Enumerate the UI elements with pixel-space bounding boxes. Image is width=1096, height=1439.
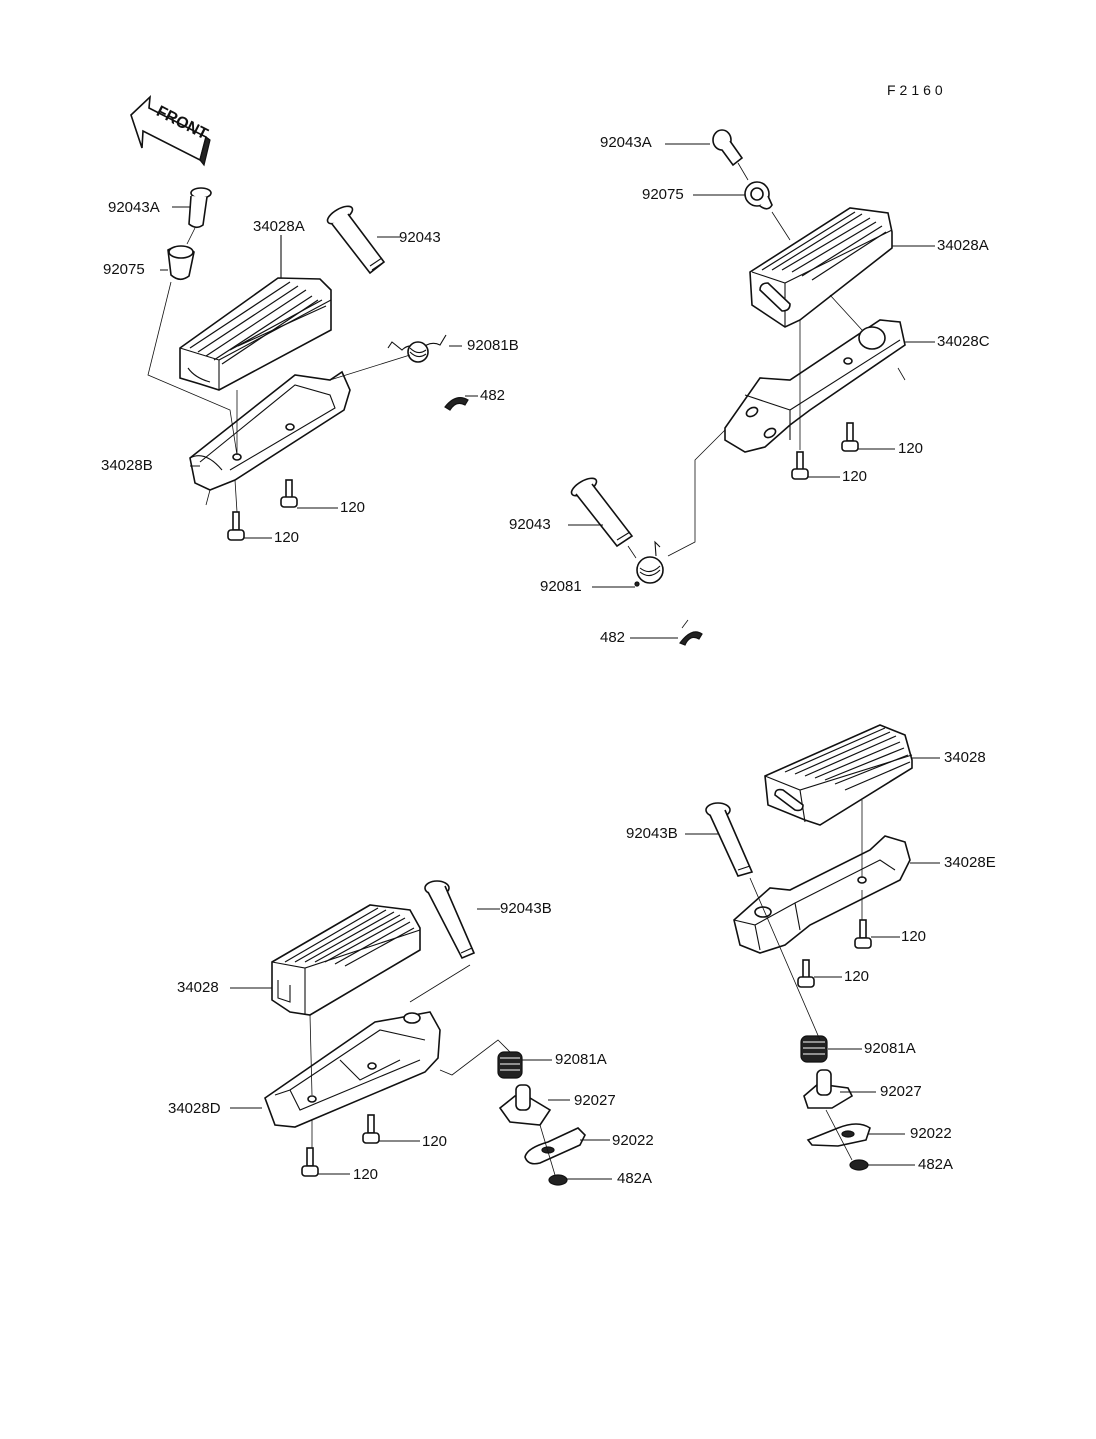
clip-482-top-left [444,397,469,411]
pin-92043a [188,187,212,229]
plate-92022-left [524,1127,586,1165]
label-120: 120 [842,468,868,485]
clip-482a-right [849,1159,869,1171]
label-34028d: 34028D [168,1100,221,1117]
label-482a: 482A [617,1170,653,1187]
rubber-34028a [179,277,332,391]
bracket-34028c [724,319,906,453]
group-rear-left [230,880,612,1186]
label-92027: 92027 [880,1083,922,1100]
label-92043a: 92043A [108,199,160,216]
group-rear-right [685,724,940,1171]
label-120: 120 [844,968,870,985]
label-92043a: 92043A [600,134,652,151]
stopper-92027-right [803,1069,854,1109]
pin-92043-right [570,477,634,548]
bushing-92075-right [744,181,773,210]
spring-92081b [387,334,447,363]
label-34028a: 34028A [253,218,305,235]
clip-482-top-right [679,631,703,646]
spring-92081a-right [800,1035,828,1063]
label-34028a: 34028A [937,237,989,254]
label-92027: 92027 [574,1092,616,1109]
label-92043: 92043 [509,516,551,533]
pin-92043a-right [712,129,744,167]
label-34028: 34028 [944,749,986,766]
spring-92081-right [634,540,664,587]
label-482a: 482A [918,1156,954,1173]
pin-92043b-right [705,802,754,877]
label-92043: 92043 [399,229,441,246]
screw-120-b [227,511,245,541]
screw-120-d [791,451,809,480]
rubber-34028-left [271,904,421,1016]
label-120: 120 [340,499,366,516]
pin-92043b-left [424,880,476,960]
label-34028: 34028 [177,979,219,996]
label-120: 120 [901,928,927,945]
label-34028c: 34028C [937,333,990,350]
label-120: 120 [353,1166,379,1183]
label-92022: 92022 [910,1125,952,1142]
diagram-code: F2160 [887,82,947,98]
label-92081b: 92081B [467,337,519,354]
spring-92081a-left [497,1051,523,1079]
label-92075: 92075 [642,186,684,203]
screw-120-h [797,959,815,988]
stopper-92027-left [498,1084,552,1126]
screw-120-g [854,919,872,949]
label-34028b: 34028B [101,457,153,474]
bracket-34028e [733,835,911,954]
rubber-34028-right [764,724,913,826]
label-92022: 92022 [612,1132,654,1149]
pin-92043 [326,205,386,275]
front-arrow-icon: FRONT [130,94,211,167]
label-482: 482 [600,629,626,646]
label-92075: 92075 [103,261,145,278]
screw-120-e [362,1114,380,1144]
label-92081: 92081 [540,578,582,595]
screw-120-c [841,422,859,452]
rubber-34028a-right [749,207,893,328]
screw-120-f [301,1147,319,1177]
bushing-92075 [167,245,195,281]
group-front-left [147,187,478,541]
screw-120-a [280,479,298,508]
bracket-34028b [189,370,351,491]
label-92043b: 92043B [626,825,678,842]
label-120: 120 [898,440,924,457]
label-92081a: 92081A [555,1051,607,1068]
label-92043b: 92043B [500,900,552,917]
label-34028e: 34028E [944,854,996,871]
label-482: 482 [480,387,506,404]
bracket-34028d [264,1011,441,1128]
label-120: 120 [422,1133,448,1150]
label-120: 120 [274,529,300,546]
clip-482a-left [548,1174,568,1186]
label-92081a: 92081A [864,1040,916,1057]
group-front-right [568,129,935,646]
